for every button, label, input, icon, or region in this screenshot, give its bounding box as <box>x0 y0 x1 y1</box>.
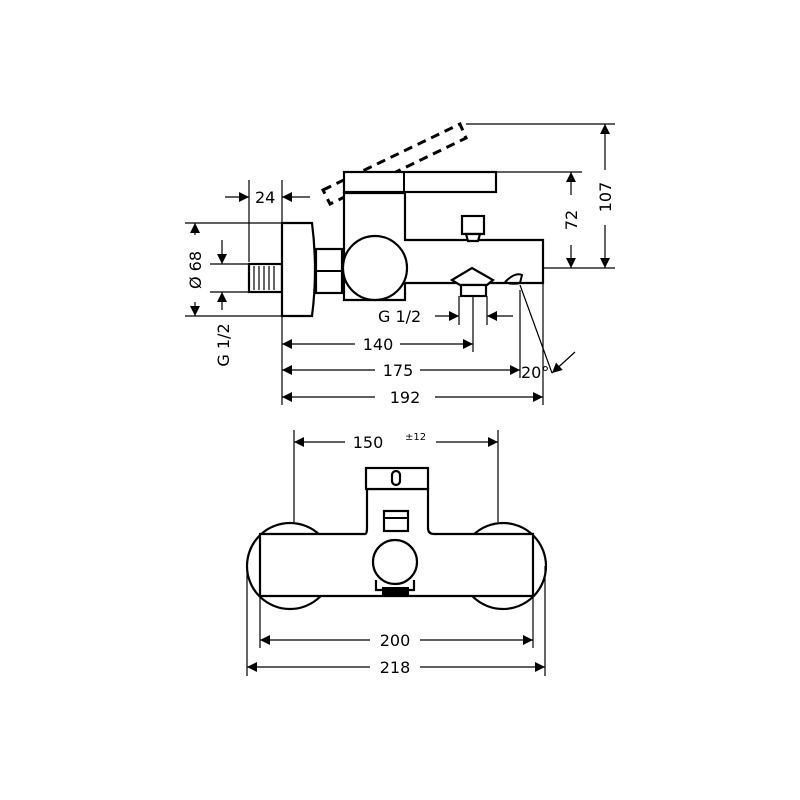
control-knob <box>341 234 409 302</box>
dim-72: 72 <box>562 210 581 230</box>
spout-outlet <box>504 273 524 285</box>
dim-107: 107 <box>596 182 615 213</box>
dim-200: 200 <box>380 631 411 650</box>
front-view: 150 ±12 200 218 <box>245 430 548 677</box>
dim-175: 175 <box>383 361 414 380</box>
lever-raised-dashed <box>320 121 468 206</box>
dim-outlet-thread: G 1/2 <box>378 307 421 326</box>
dim-218: 218 <box>380 658 411 677</box>
dim-angle-20: 20° <box>521 363 549 382</box>
wall-flange <box>280 221 317 318</box>
dim-diameter-68: Ø 68 <box>186 251 205 289</box>
dim-150: 150 <box>353 433 384 452</box>
diverter-knob <box>460 214 486 236</box>
dim-192: 192 <box>390 388 421 407</box>
lever <box>342 170 498 194</box>
dim-140: 140 <box>363 335 394 354</box>
dim-24: 24 <box>255 188 275 207</box>
outlet-thread <box>459 283 488 298</box>
hand-shower-outlet <box>449 266 495 287</box>
outlet-thread-front <box>382 587 409 595</box>
side-view: 24 Ø 68 G 1/2 G 1/2 140 175 192 72 107 2… <box>185 121 615 407</box>
dim-inlet-thread: G 1/2 <box>214 323 233 366</box>
control-knob-front <box>371 538 419 586</box>
diverter-knob-front <box>382 509 410 533</box>
thread-lines <box>253 266 275 290</box>
dim-150-tolerance: ±12 <box>405 432 426 443</box>
